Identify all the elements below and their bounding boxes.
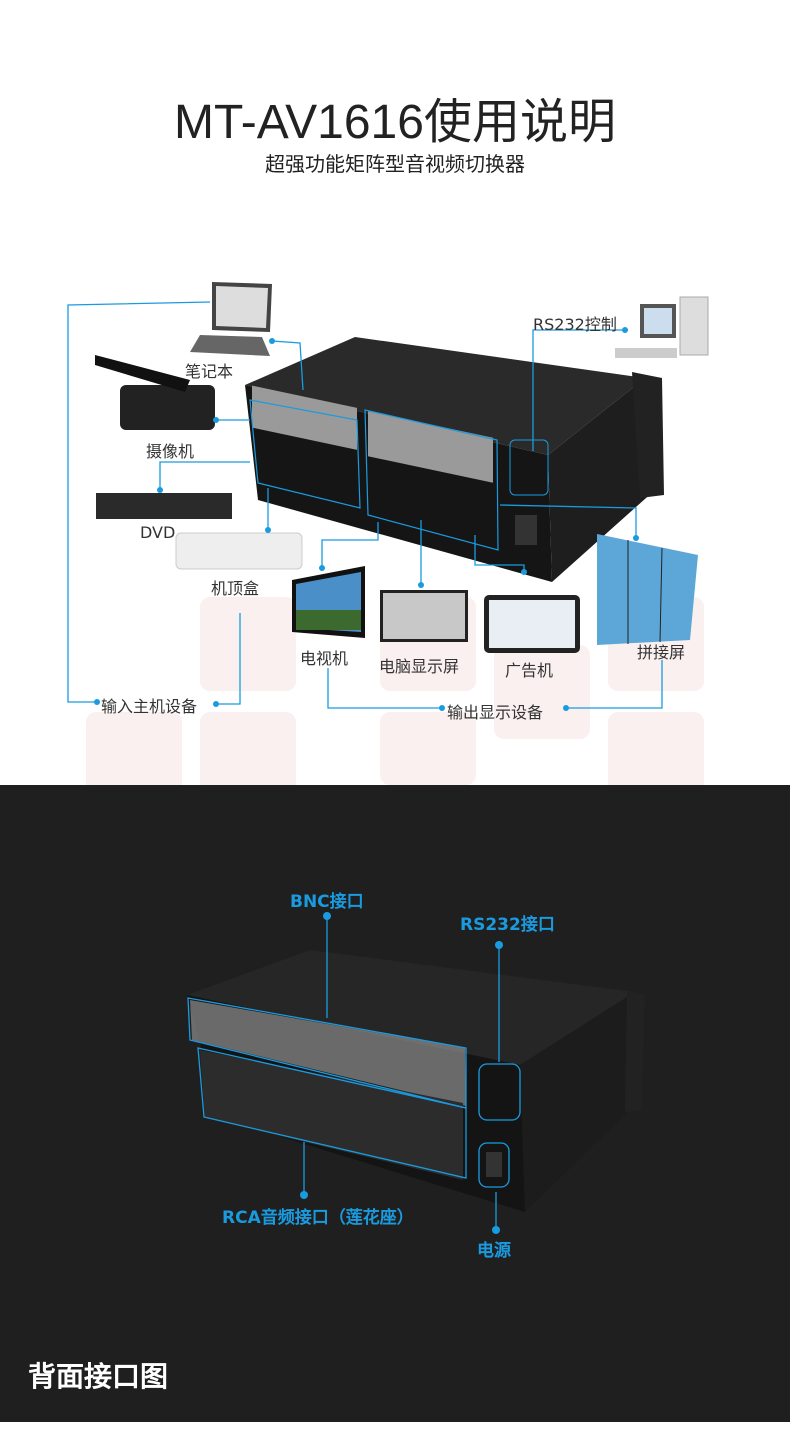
rear-panel-section [0, 785, 790, 1422]
input-camcorder-label: 摄像机 [146, 442, 195, 461]
laptop-image [190, 282, 272, 356]
ad-player-image [484, 595, 580, 653]
decor-block [380, 712, 476, 785]
matrix-switcher-device [245, 337, 664, 582]
camcorder-image [95, 355, 215, 430]
output-monitor-label: 电脑显示屏 [379, 657, 460, 676]
output-tv-label: 电视机 [300, 649, 349, 668]
tv-image [292, 566, 365, 638]
input-laptop-label: 笔记本 [185, 362, 234, 381]
decor-block [494, 645, 590, 739]
monitor-image [380, 590, 468, 642]
rear-panel-title: 背面接口图 [28, 1360, 169, 1393]
input-group-label: 输入主机设备 [101, 697, 198, 716]
power-port-label: 电源 [477, 1241, 511, 1261]
set-top-box-image [175, 532, 303, 570]
connection-dots [94, 327, 639, 711]
rs232-control-label: RS232控制 [533, 315, 617, 334]
dvd-image [96, 493, 232, 519]
bnc-port-label: BNC接口 [290, 892, 364, 912]
output-video-wall-label: 拼接屏 [637, 643, 686, 662]
page-title: MT-AV1616使用说明 [174, 96, 616, 149]
page-subtitle: 超强功能矩阵型音视频切换器 [265, 152, 525, 176]
output-group-label: 输出显示设备 [447, 703, 544, 722]
video-wall-image [597, 534, 698, 645]
rca-audio-port-label: RCA音频接口（莲花座） [222, 1208, 414, 1228]
connection-lines [67, 301, 663, 709]
rs232-port-label: RS232接口 [460, 915, 555, 935]
connection-diagram [67, 282, 709, 711]
output-ad-player-label: 广告机 [505, 661, 554, 680]
input-set-top-box-label: 机顶盒 [211, 579, 260, 598]
decor-block [200, 597, 296, 691]
input-dvd-label: DVD [140, 523, 176, 542]
desktop-pc-image [615, 296, 709, 358]
